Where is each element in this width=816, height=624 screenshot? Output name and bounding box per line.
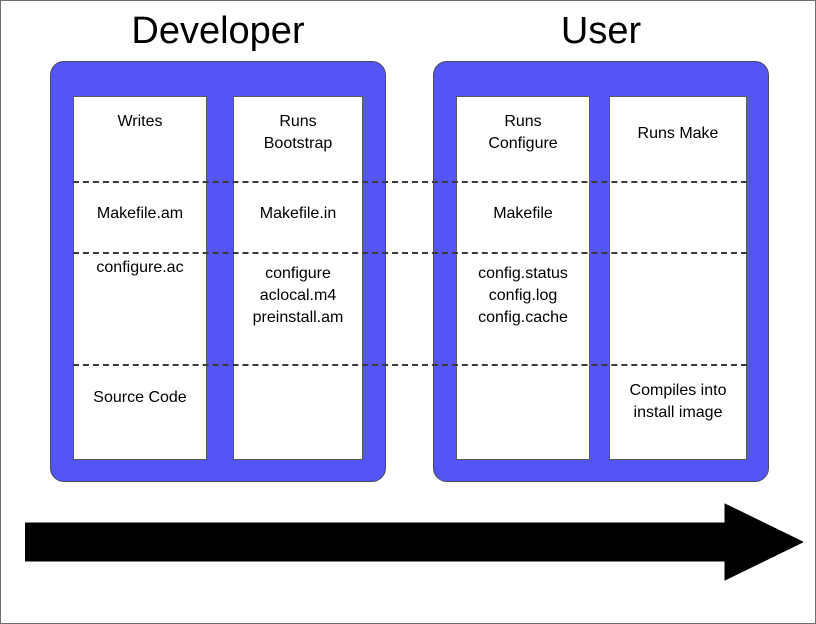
row-separator-1 <box>73 181 747 183</box>
cell-dev-bootstrap-makefile-in: Makefile.in <box>259 205 337 222</box>
cell-dev-writes-makefile-am: Makefile.am <box>96 205 184 222</box>
cell-dev-bootstrap-header: Runs Bootstrap <box>263 113 333 152</box>
section-title-developer: Developer <box>131 10 305 52</box>
cell-dev-bootstrap-generated-files: configure aclocal.m4 preinstall.am <box>252 265 344 326</box>
column-developer-bootstrap: Runs Bootstrap Makefile.in configure acl… <box>233 96 363 460</box>
cell-dev-writes-configure-ac: configure.ac <box>96 259 184 276</box>
column-developer-writes: Writes Makefile.am configure.ac Source C… <box>73 96 207 460</box>
progression-arrow-icon <box>25 501 803 583</box>
section-title-user: User <box>560 10 642 52</box>
cell-user-configure-makefile: Makefile <box>493 205 553 222</box>
row-separator-3 <box>73 364 747 366</box>
column-user-configure: Runs Configure Makefile config.status co… <box>456 96 590 460</box>
cell-dev-writes-source-code: Source Code <box>93 389 187 406</box>
cell-user-configure-header: Runs Configure <box>488 113 558 152</box>
cell-dev-writes-header: Writes <box>117 113 163 130</box>
cell-user-make-header: Runs Make <box>637 125 719 142</box>
row-separator-2 <box>73 252 747 254</box>
cell-user-make-compiles: Compiles into install image <box>629 382 727 421</box>
cell-user-configure-config-outputs: config.status config.log config.cache <box>478 265 568 326</box>
column-user-make: Runs Make Compiles into install image <box>609 96 747 460</box>
